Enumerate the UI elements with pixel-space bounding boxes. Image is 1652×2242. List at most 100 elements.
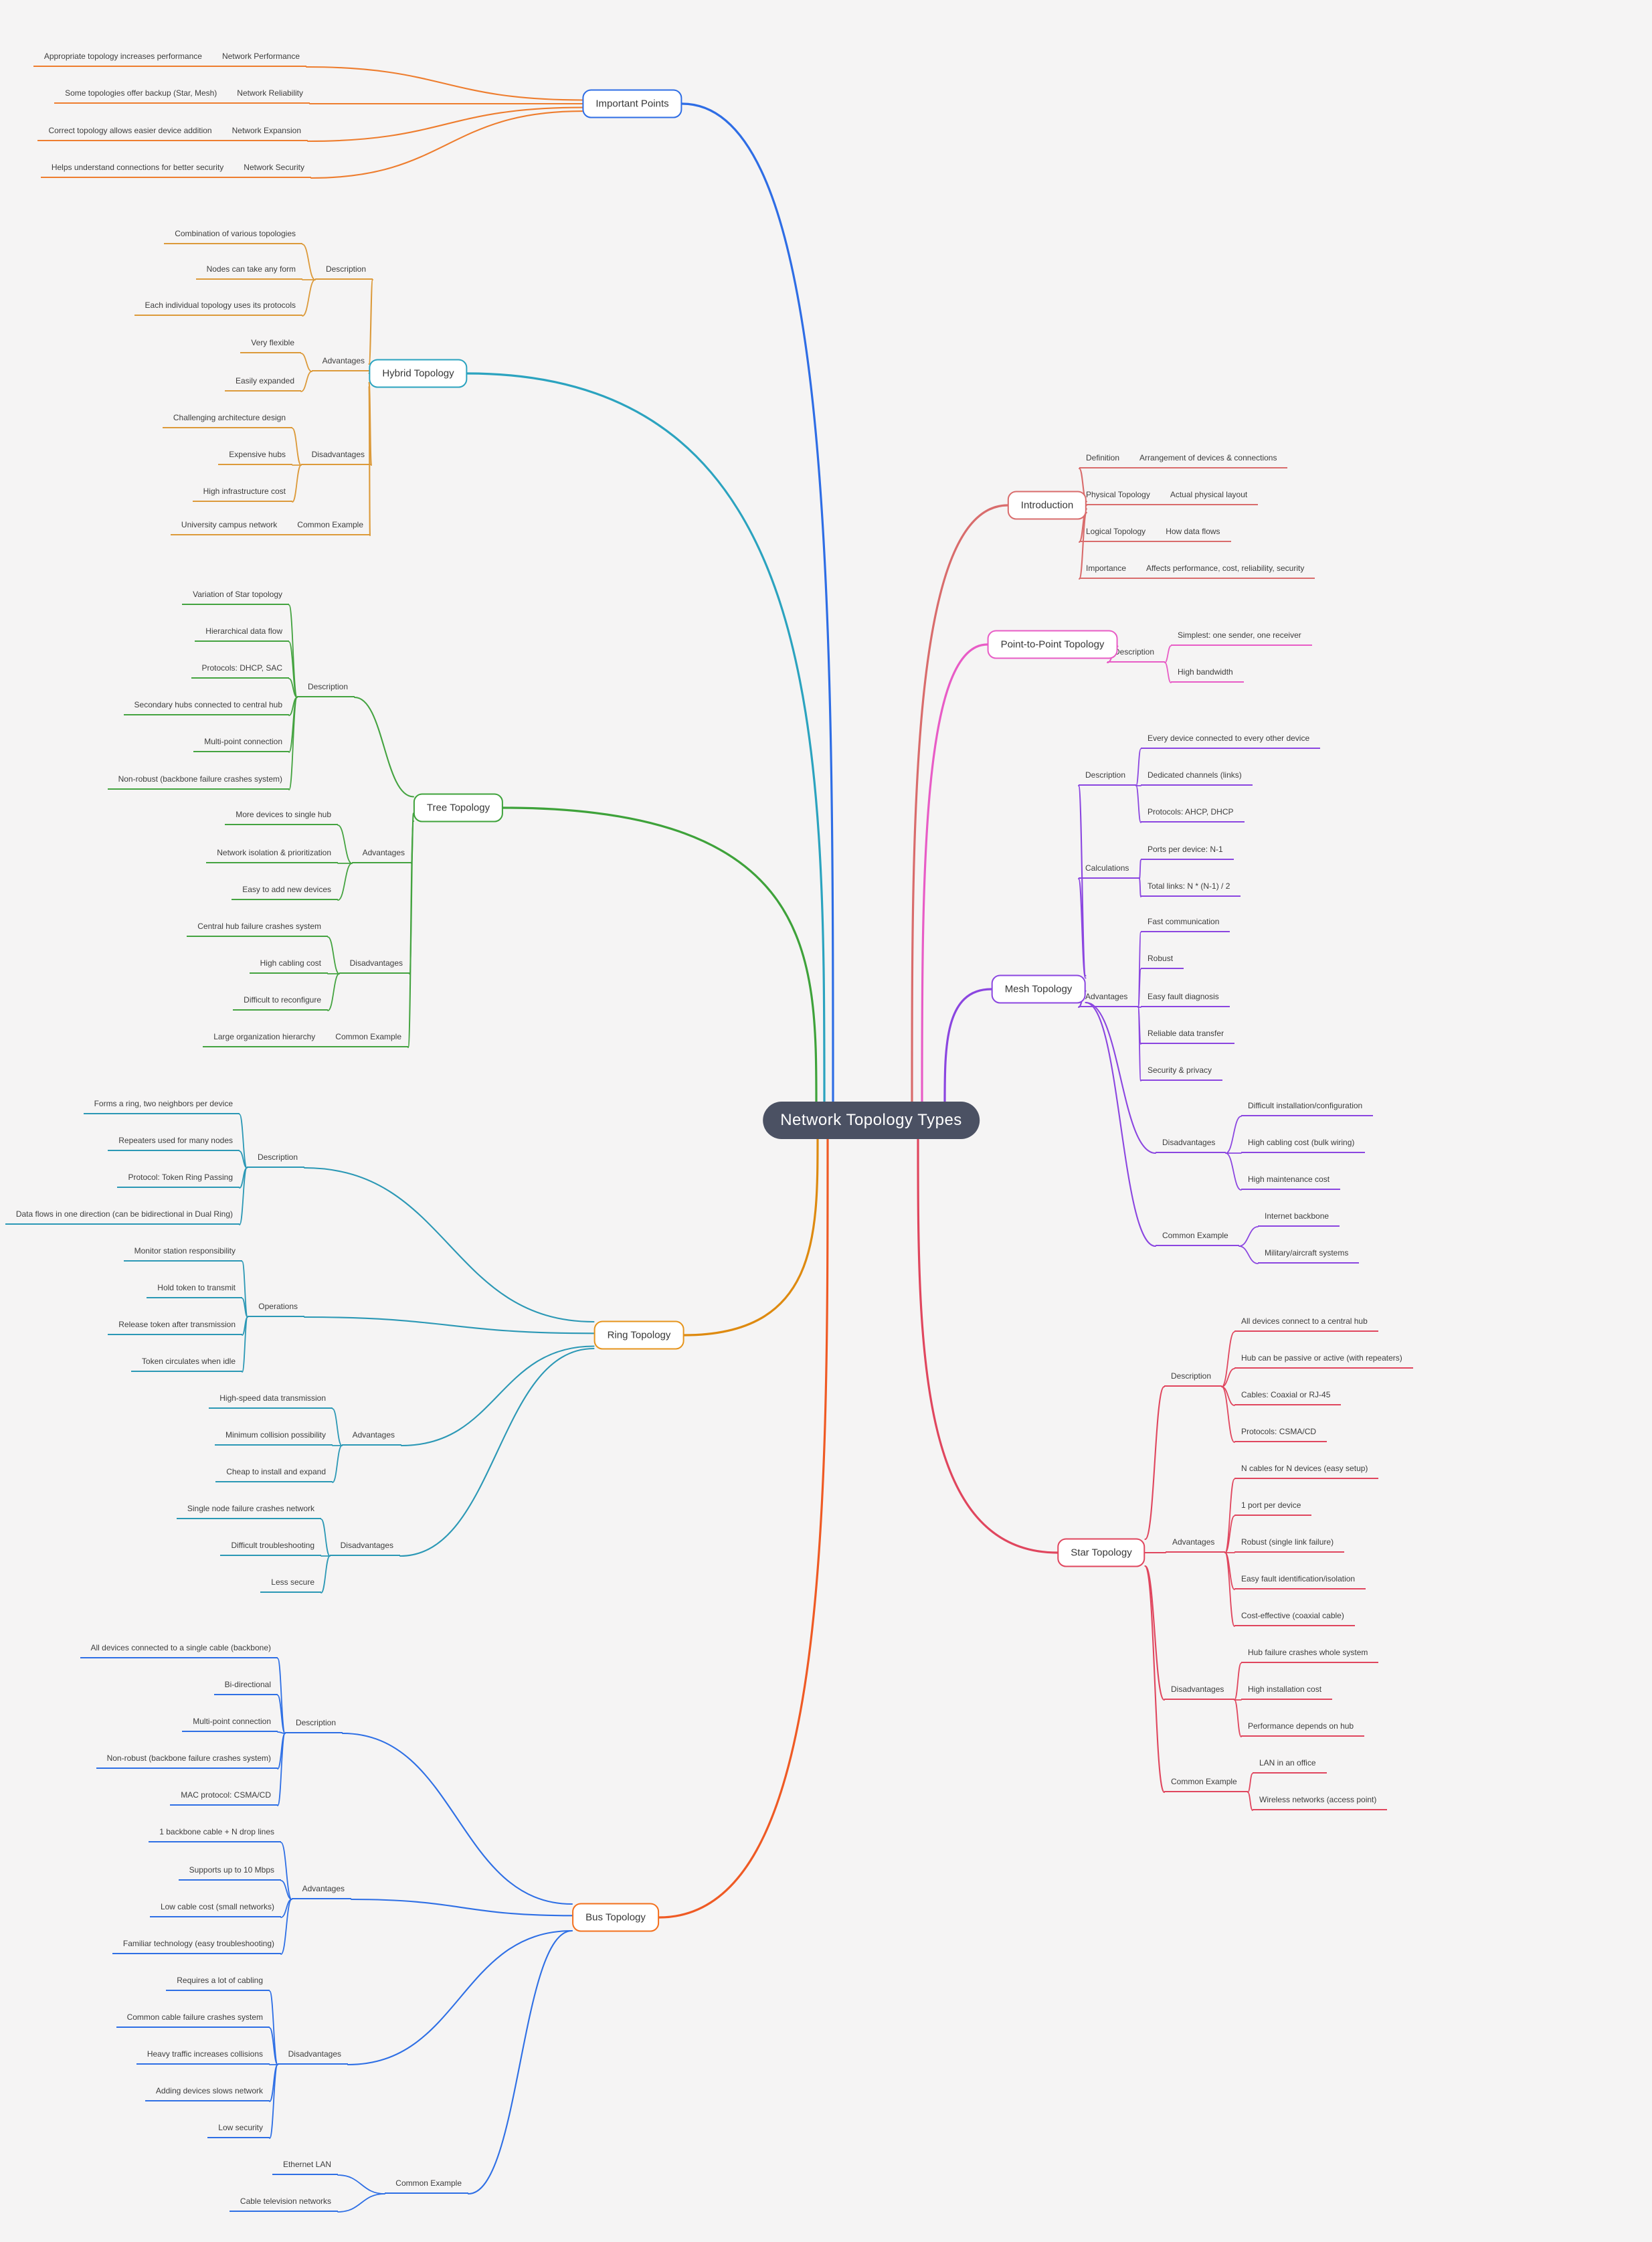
leaf-item: Familiar technology (easy troubleshootin… [112, 1939, 281, 1954]
leaf-text: Combination of various topologies [175, 229, 296, 238]
group-network-performance: Appropriate topology increases performan… [33, 52, 306, 67]
leaf-item: Robust [1141, 954, 1184, 969]
branch-curve [502, 806, 818, 1105]
leaf-item: Release token after transmission [108, 1320, 242, 1335]
group-advantages: Advantages [1166, 1537, 1226, 1553]
branch-curve [1135, 748, 1141, 786]
branch-curve [1144, 1565, 1166, 1701]
branch-curve [368, 278, 374, 365]
leaf-item: Hub failure crashes whole system [1241, 1648, 1379, 1663]
branch-curve [466, 372, 826, 1105]
branch-curve [341, 1732, 573, 1905]
leaf-text: High cabling cost (bulk wiring) [1248, 1138, 1355, 1147]
leaf-item: Cables: Coaxial or RJ-45 [1234, 1390, 1342, 1405]
group-label: Advantages [322, 356, 365, 365]
branch-curve [680, 102, 834, 1105]
leaf-item: Each individual topology uses its protoc… [134, 300, 302, 316]
central-topic: Network Topology Types [763, 1102, 980, 1139]
leaf-item: All devices connect to a central hub [1234, 1316, 1378, 1332]
leaf-item: Hierarchical data flow [195, 626, 289, 642]
branch-curve [269, 2027, 278, 2065]
leaf-item: More devices to single hub [225, 810, 338, 825]
leaf-text: Central hub failure crashes system [197, 922, 321, 931]
leaf-text: Large organization hierarchy [213, 1032, 316, 1041]
leaf-text: Correct topology allows easier device ad… [48, 126, 212, 135]
leaf-item: Requires a lot of cabling [166, 1976, 270, 1991]
leaf-item: Difficult to reconfigure [233, 995, 328, 1011]
leaf-item: Data flows in one direction (can be bidi… [5, 1209, 240, 1225]
branch-curve [1077, 877, 1087, 979]
branch-curve [353, 696, 415, 798]
leaf-item: MAC protocol: CSMA/CD [170, 1790, 278, 1806]
leaf-text: Adding devices slows network [155, 2086, 263, 2095]
group-disadvantages: Disadvantages [277, 2049, 348, 2065]
group-label: Advantages [1085, 992, 1128, 1001]
leaf-item: Multi-point connection [182, 1717, 278, 1732]
leaf-text: Supports up to 10 Mbps [189, 1865, 274, 1875]
branch-curve [288, 678, 298, 698]
leaf-item: Supports up to 10 Mbps [178, 1865, 281, 1881]
group-advantages: Advantages [341, 1430, 401, 1446]
branch-curve [1224, 1552, 1235, 1627]
leaf-text: Common cable failure crashes system [126, 2012, 263, 2022]
leaf-text: 1 port per device [1241, 1500, 1301, 1510]
leaf-text: Robust [1148, 954, 1174, 963]
leaf-text: All devices connected to a single cable … [90, 1643, 272, 1652]
branch-curve [1221, 1368, 1235, 1387]
branch-curve [1078, 511, 1088, 580]
branch-curve [658, 1136, 829, 1919]
branch-curve [1085, 1001, 1157, 1247]
leaf-text: Cables: Coaxial or RJ-45 [1241, 1390, 1331, 1399]
group-label: Disadvantages [340, 1541, 393, 1550]
leaf-text: Total links: N * (N-1) / 2 [1148, 881, 1230, 891]
group-network-security: Helps understand connections for better … [40, 163, 311, 178]
branch-curve [337, 2193, 385, 2213]
leaf-item: All devices connected to a single cable … [80, 1643, 278, 1658]
leaf-item: 1 port per device [1234, 1500, 1312, 1516]
group-disadvantages: Disadvantages [329, 1541, 400, 1556]
branch-curve [239, 1150, 248, 1169]
group-network-reliability: Some topologies offer backup (Star, Mesh… [54, 88, 310, 104]
leaf-text: Arrangement of devices & connections [1139, 453, 1277, 462]
group-label: Network Reliability [237, 88, 303, 98]
branch-curve [280, 1899, 292, 1955]
branch-curve [280, 1880, 292, 1900]
leaf-item: Protocols: CSMA/CD [1234, 1427, 1327, 1442]
leaf-item: Internet backbone [1258, 1211, 1340, 1227]
leaf-item: High-speed data transmission [209, 1393, 333, 1409]
leaf-text: Non-robust (backbone failure crashes sys… [106, 1753, 271, 1763]
branch-curve [1224, 1515, 1235, 1553]
leaf-item: High cabling cost [249, 958, 328, 974]
branch-curve [917, 1136, 1059, 1554]
branch-curve [1234, 1662, 1242, 1701]
group-label: Common Example [395, 2178, 462, 2188]
branch-curve [320, 1519, 331, 1557]
leaf-text: Single node failure crashes network [187, 1504, 314, 1513]
group-disadvantages: Disadvantages [339, 958, 409, 974]
group-description: Description [296, 682, 355, 697]
leaf-item: Protocols: DHCP, SAC [191, 663, 289, 679]
leaf-text: Very flexible [251, 338, 294, 347]
branch-curve [292, 428, 302, 466]
branch-curve [320, 1555, 331, 1593]
leaf-item: Difficult installation/configuration [1241, 1101, 1374, 1116]
leaf-text: Release token after transmission [118, 1320, 236, 1329]
group-label: Common Example [335, 1032, 401, 1041]
leaf-text: High maintenance cost [1248, 1175, 1330, 1184]
leaf-item: Low cable cost (small networks) [149, 1902, 281, 1917]
leaf-item: LAN in an office [1253, 1758, 1327, 1774]
group-label: Description [1114, 647, 1155, 657]
leaf-text: Ports per device: N-1 [1148, 845, 1223, 854]
leaf-item: Dedicated channels (links) [1141, 770, 1253, 786]
branch-curve [280, 1842, 292, 1900]
leaf-text: Appropriate topology increases performan… [43, 52, 202, 61]
leaf-text: Difficult troubleshooting [231, 1541, 314, 1550]
branch-curve [1144, 1385, 1166, 1541]
leaf-text: More devices to single hub [236, 810, 331, 819]
leaf-text: High-speed data transmission [219, 1393, 326, 1403]
leaf-text: Hold token to transmit [157, 1283, 236, 1292]
